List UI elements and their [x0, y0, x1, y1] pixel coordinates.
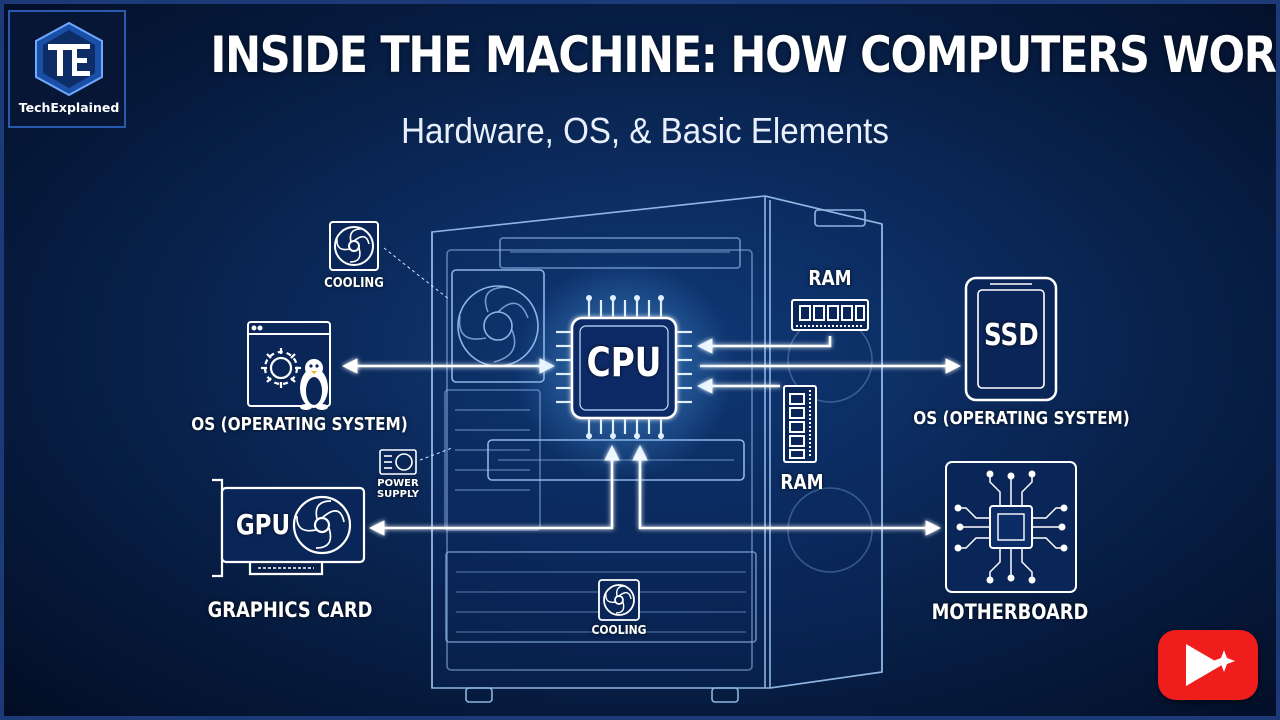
- cpu-label: CPU: [586, 340, 662, 386]
- power-supply-label: POWER SUPPLY: [368, 478, 428, 500]
- graphics-card-label: GRAPHICS CARD: [207, 598, 373, 622]
- play-icon: [1186, 644, 1235, 686]
- cooling-top-label: COOLING: [324, 276, 384, 291]
- ram-stick-icon: [783, 385, 817, 463]
- page-title: INSIDE THE MACHINE: HOW COMPUTERS WORK: [210, 26, 1280, 84]
- power-supply-label-line2: SUPPLY: [376, 489, 420, 500]
- page-subtitle: Hardware, OS, & Basic Elements: [401, 110, 889, 151]
- fan-icon: [598, 579, 640, 621]
- cooling-leader-line: [383, 247, 451, 301]
- gear-icon: [261, 348, 301, 388]
- power-supply-icon: [379, 449, 417, 475]
- cooling-bottom-label: COOLING: [591, 623, 647, 637]
- ram-stick-icon: [791, 299, 869, 331]
- ram-bottom-label: RAM: [780, 470, 824, 494]
- brand-logo: TechExplained: [8, 10, 126, 128]
- ram-top-label: RAM: [808, 266, 852, 290]
- os-right-label: OS (OPERATING SYSTEM): [913, 408, 1130, 429]
- motherboard-label: MOTHERBOARD: [931, 600, 1089, 624]
- gpu-label: GPU: [235, 508, 291, 541]
- arrow-ram-top-cpu: [696, 336, 832, 354]
- te-hexagon-icon: [35, 21, 103, 97]
- cpu-chip-icon: [514, 260, 734, 480]
- motherboard-chip-icon: [945, 461, 1077, 593]
- gpu-card-icon: [212, 478, 366, 578]
- brand-name: TechExplained: [18, 100, 120, 115]
- penguin-icon: [300, 359, 328, 410]
- ssd-icon: [964, 276, 1058, 402]
- fan-icon: [329, 221, 379, 271]
- ssd-label: SSD: [983, 318, 1039, 353]
- power-supply-label-line1: POWER: [377, 478, 419, 489]
- youtube-play-button[interactable]: [1158, 630, 1258, 700]
- os-left-label: OS (OPERATING SYSTEM): [191, 414, 408, 435]
